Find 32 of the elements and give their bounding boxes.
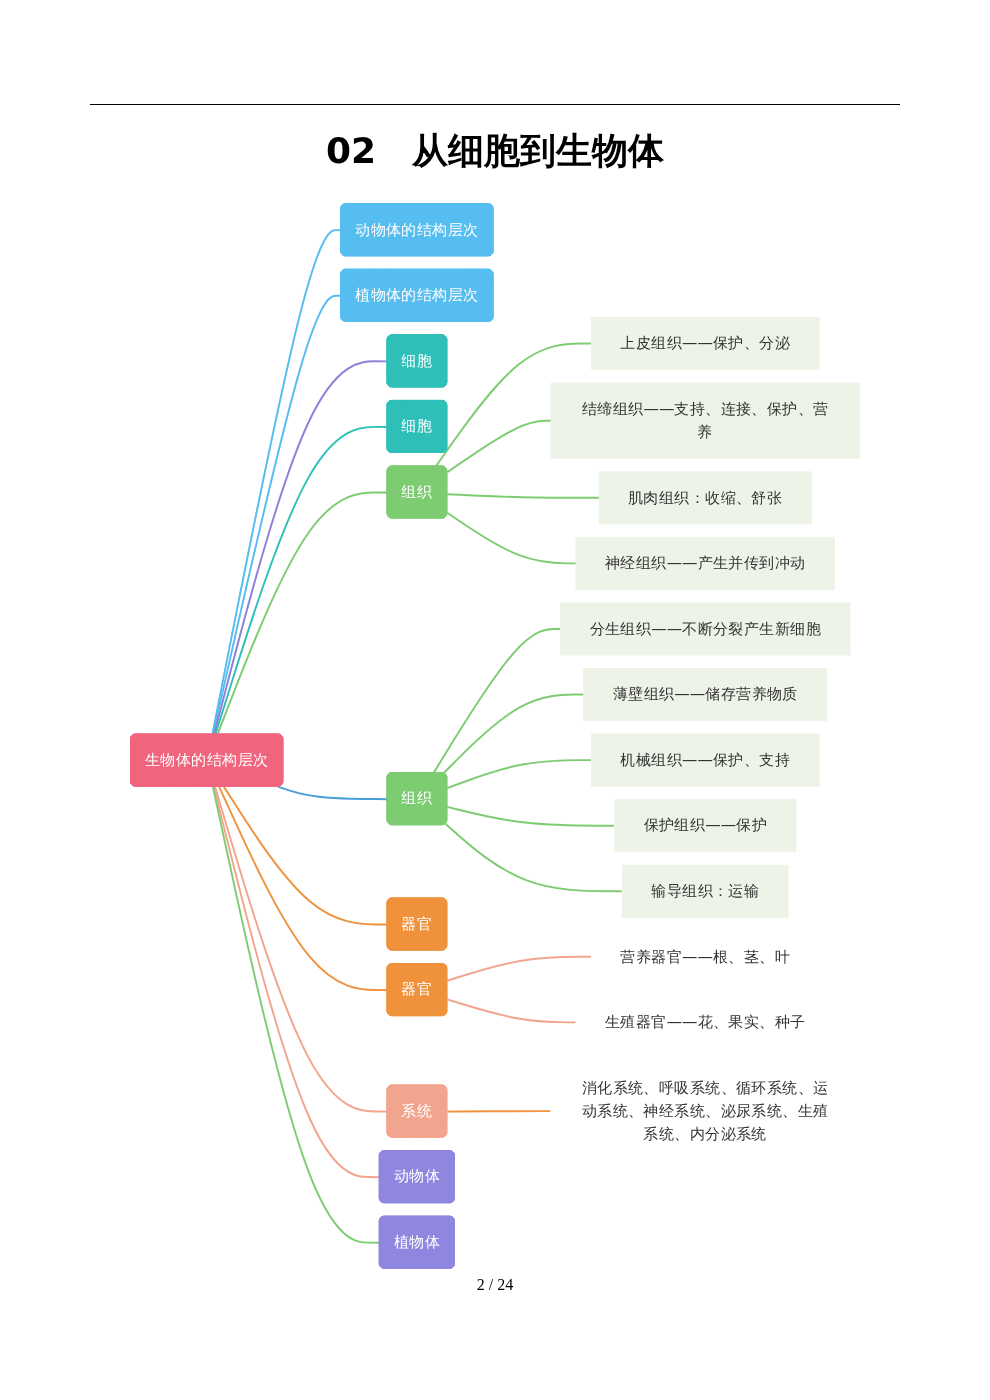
connector — [446, 998, 577, 1024]
node-box: 薄壁组织——储存营养物质 — [583, 668, 828, 722]
node-box: 神经组织——产生并传到冲动 — [575, 536, 835, 590]
node-box: 结缔组织——支持、连接、保护、营养 — [550, 382, 860, 459]
connector — [446, 1110, 552, 1113]
connector — [446, 511, 577, 565]
node-box: 分生组织——不断分裂产生新细胞 — [560, 602, 851, 656]
node-box: 机械组织——保护、支持 — [590, 733, 820, 787]
connector — [222, 785, 389, 926]
connector — [434, 342, 593, 468]
connector — [277, 785, 389, 801]
connector — [446, 805, 616, 827]
node-box: 上皮组织——保护、分泌 — [590, 317, 820, 371]
page-number: 2 / 24 — [476, 1276, 514, 1293]
connector — [446, 493, 601, 499]
node-text: 生殖器官——花、果实、种子 — [604, 1012, 806, 1032]
connector — [446, 419, 552, 474]
connector — [446, 955, 593, 982]
node-text: 营养器官——根、茎、叶 — [620, 947, 791, 966]
connector — [216, 491, 389, 736]
connector — [214, 785, 389, 1113]
page-title: 02 从细胞到生物体 — [324, 129, 666, 173]
node-box: 保护组织——保护 — [614, 799, 797, 853]
connector — [218, 785, 389, 992]
connector — [213, 360, 389, 736]
node-box: 肌肉组织：收缩、舒张 — [598, 471, 812, 525]
connector — [444, 823, 624, 893]
connector — [446, 759, 593, 790]
node-text: 消化系统、呼吸系统、循环系统、运动系统、神经系统、泌尿系统、生殖系统、内分泌系统 — [581, 1078, 829, 1143]
connector — [214, 425, 389, 736]
connector — [442, 693, 585, 775]
node-box: 输导组织：运输 — [621, 864, 789, 918]
